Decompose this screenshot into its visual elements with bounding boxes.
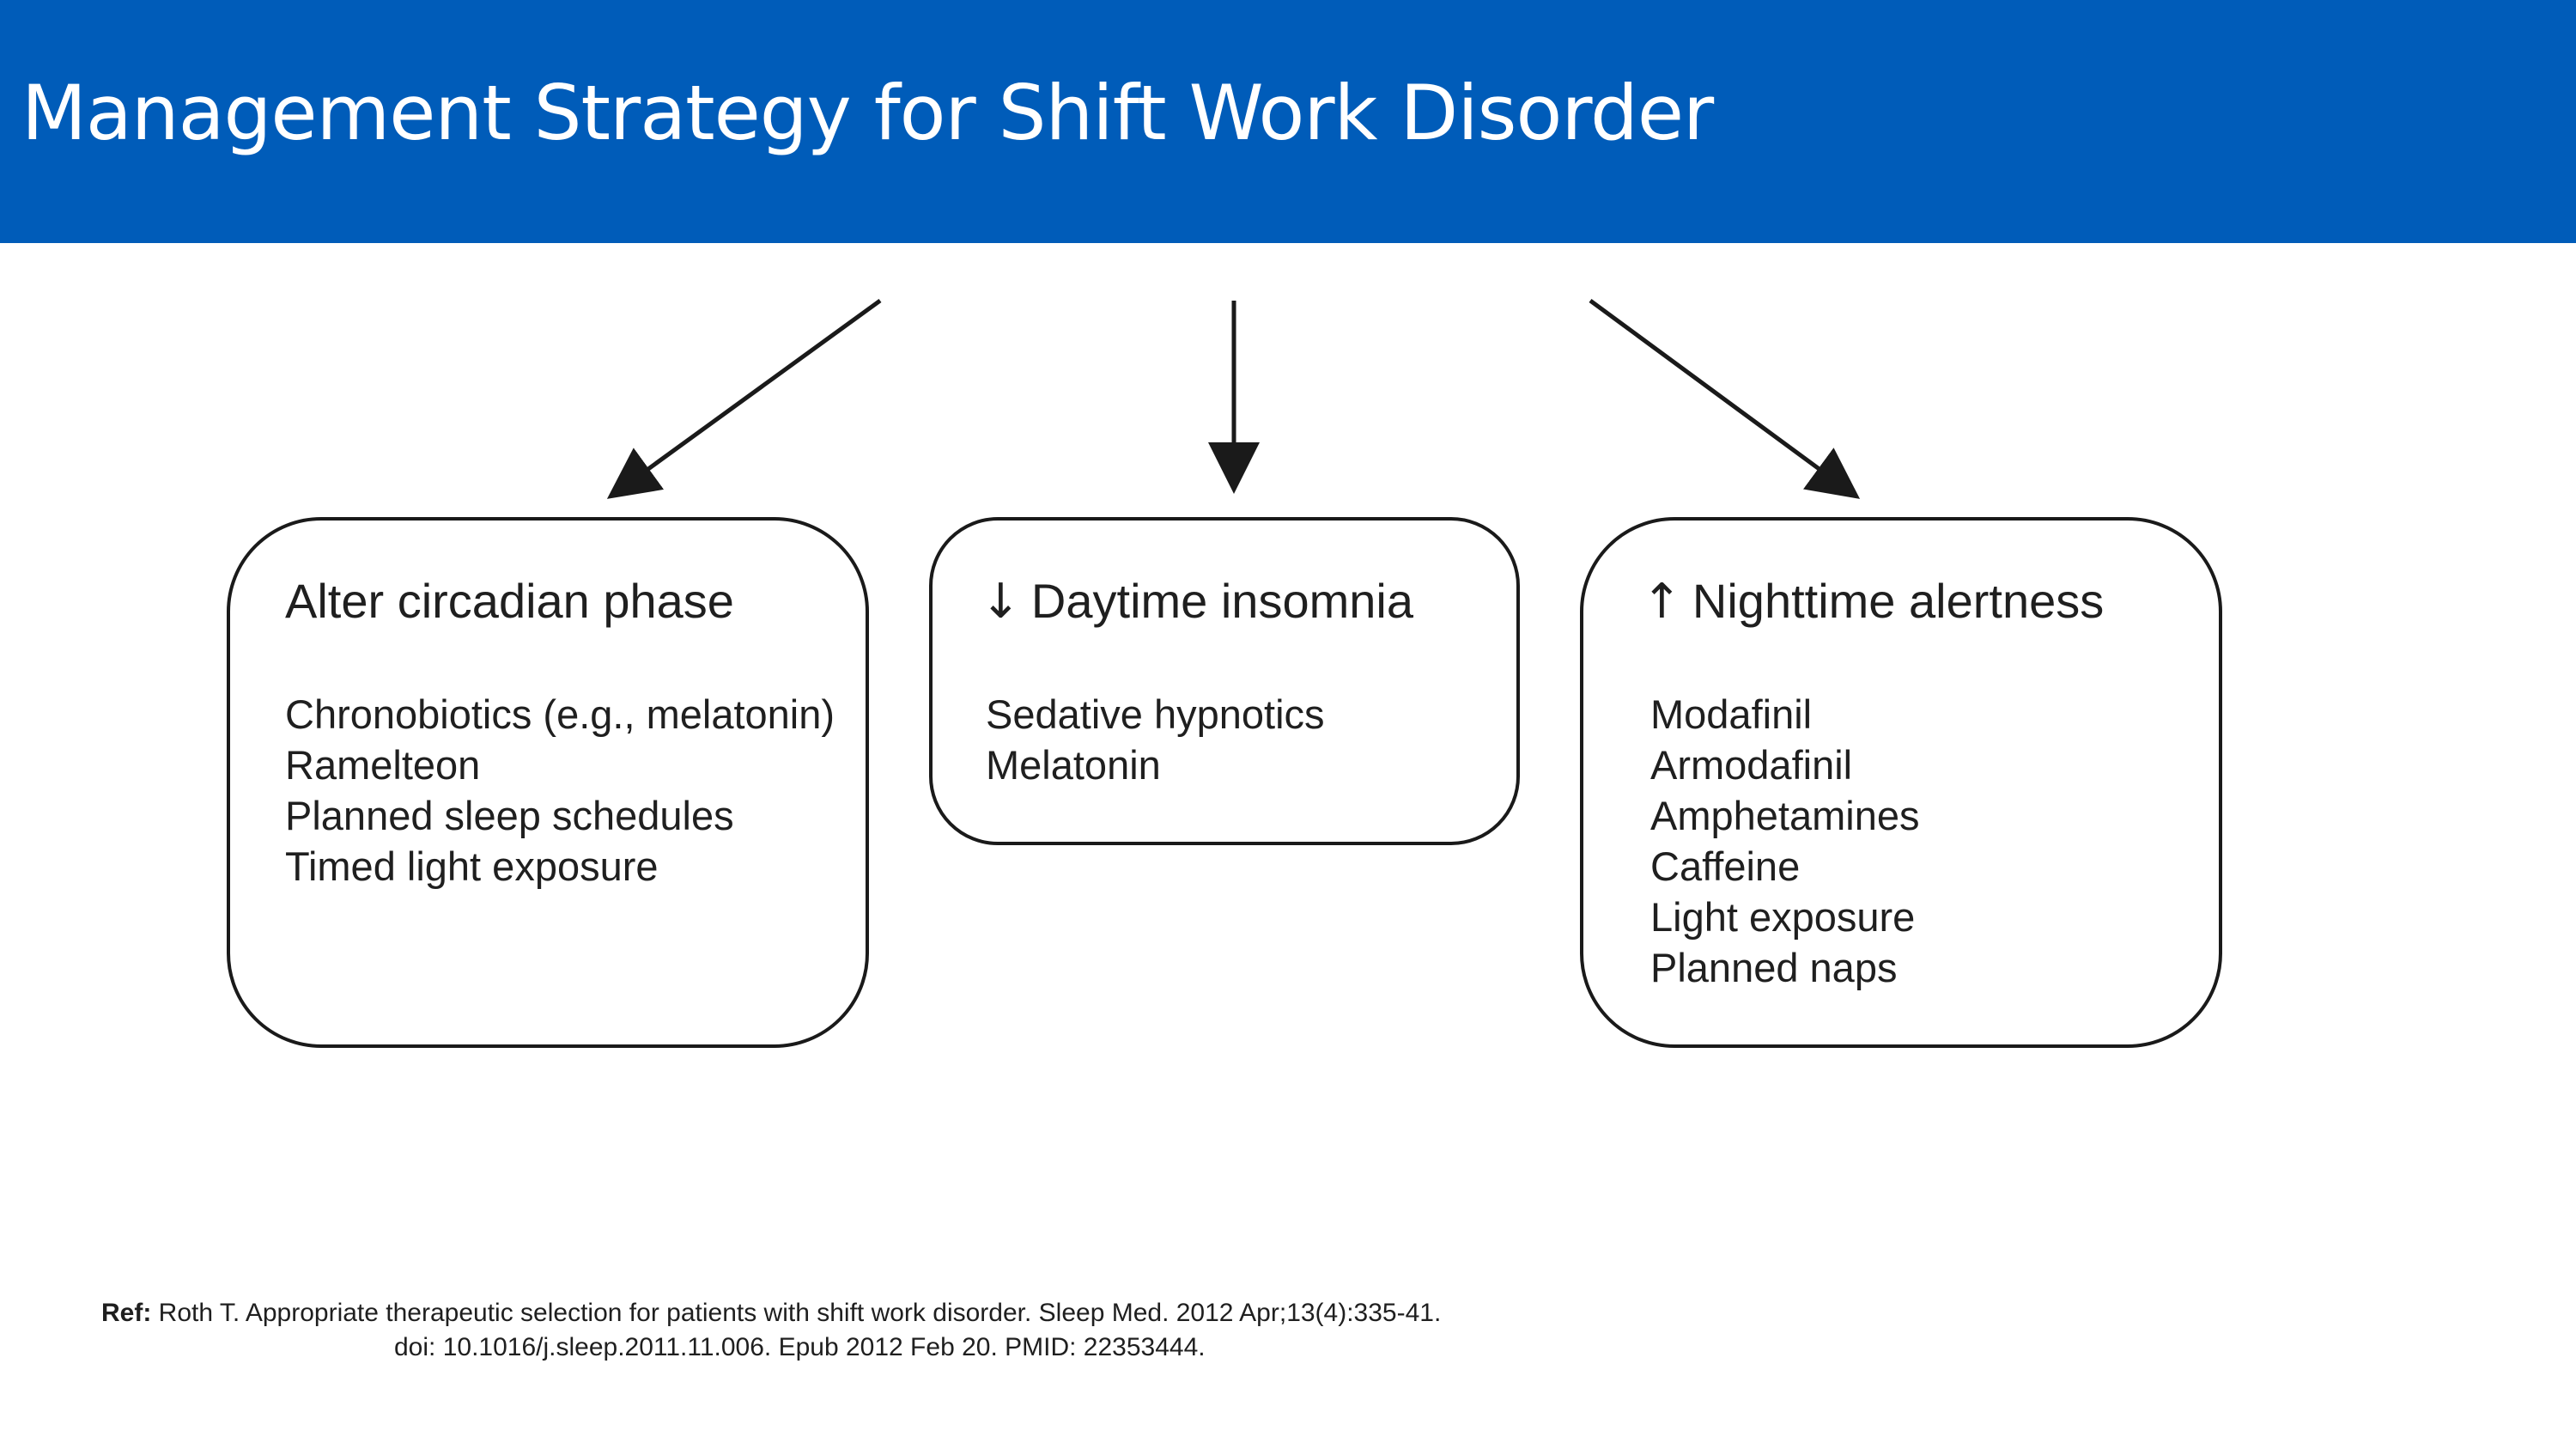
nighttime-alertness-box: ↑Nighttime alertness Modafinil Armodafin… [1580, 517, 2222, 1048]
arrow-to-right-box [1589, 298, 1861, 499]
circadian-phase-list: Chronobiotics (e.g., melatonin) Ramelteo… [285, 689, 835, 892]
list-item: Modafinil [1650, 691, 1813, 737]
list-item: Armodafinil [1650, 742, 1853, 788]
daytime-insomnia-list: Sedative hypnotics Melatonin [986, 689, 1325, 790]
up-arrow-icon: ↑ [1642, 574, 1682, 630]
nighttime-alertness-list: Modafinil Armodafinil Amphetamines Caffe… [1650, 689, 1920, 993]
list-item: Planned sleep schedules [285, 793, 734, 838]
nighttime-alertness-heading-text: Nighttime alertness [1692, 574, 2105, 628]
circadian-phase-heading: Alter circadian phase [285, 574, 734, 629]
list-item: Chronobiotics (e.g., melatonin) [285, 691, 835, 737]
daytime-insomnia-heading-text: Daytime insomnia [1030, 574, 1413, 628]
daytime-insomnia-box: ↓Daytime insomnia Sedative hypnotics Mel… [929, 517, 1520, 845]
reference-line-1: Roth T. Appropriate therapeutic selectio… [151, 1299, 1442, 1327]
reference-line-2: doi: 10.1016/j.sleep.2011.11.006. Epub 2… [394, 1333, 1206, 1361]
reference-citation: Ref: Roth T. Appropriate therapeutic sel… [101, 1296, 1441, 1330]
list-item: Light exposure [1650, 894, 1916, 940]
list-item: Melatonin [986, 742, 1161, 788]
list-item: Planned naps [1650, 945, 1898, 990]
title-bar: Management Strategy for Shift Work Disor… [0, 0, 2576, 243]
nighttime-alertness-heading: ↑Nighttime alertness [1642, 574, 2104, 630]
circadian-phase-box: Alter circadian phase Chronobiotics (e.g… [227, 517, 869, 1048]
list-item: Sedative hypnotics [986, 691, 1325, 737]
list-item: Caffeine [1650, 843, 1801, 889]
list-item: Amphetamines [1650, 793, 1920, 838]
list-item: Ramelteon [285, 742, 481, 788]
list-item: Timed light exposure [285, 843, 659, 889]
arrow-to-left-box [606, 298, 882, 499]
down-arrow-icon: ↓ [981, 574, 1021, 630]
reference-label: Ref: [101, 1299, 152, 1327]
daytime-insomnia-heading: ↓Daytime insomnia [981, 574, 1413, 630]
circadian-phase-heading-text: Alter circadian phase [285, 574, 734, 628]
slide-title: Management Strategy for Shift Work Disor… [21, 69, 1714, 157]
